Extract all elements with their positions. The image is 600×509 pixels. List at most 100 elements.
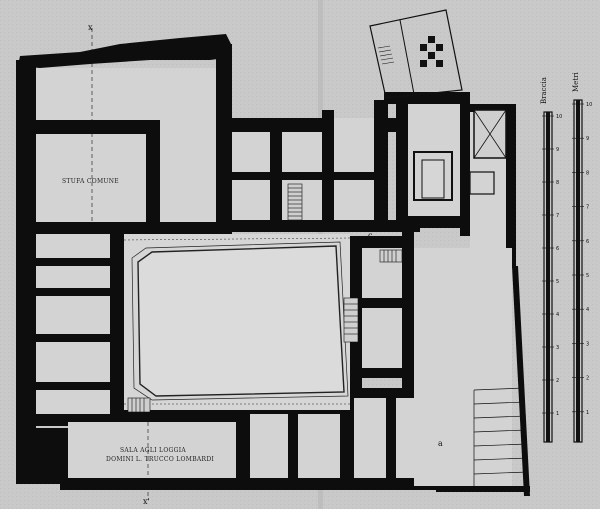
north-divider-2 xyxy=(322,110,334,228)
south-room-3 xyxy=(354,398,386,478)
north-room-2 xyxy=(282,132,322,172)
mark-3: c xyxy=(368,231,373,240)
ne-block-east-wall xyxy=(460,92,470,236)
ne-block-south-wall xyxy=(400,216,470,228)
scale-tick-label: 1 xyxy=(556,411,559,417)
scale-title-metri: Metri xyxy=(572,72,580,92)
north-room-4 xyxy=(232,180,270,220)
mark-1: c xyxy=(172,225,177,234)
east-garden-wall xyxy=(512,266,530,496)
west-cross-2 xyxy=(36,288,116,296)
east-garden-beds xyxy=(473,387,529,486)
north-garden xyxy=(369,9,463,99)
mark-4: a xyxy=(438,439,443,448)
east-range-north-wall xyxy=(350,236,414,248)
sala-east-wall xyxy=(236,410,250,490)
garden-parterre xyxy=(420,36,443,67)
ne-tower-vault xyxy=(469,109,507,195)
stair-east-range xyxy=(379,249,403,263)
stair-north xyxy=(287,183,303,221)
scale-tick-label: 6 xyxy=(556,246,559,252)
garden-outline xyxy=(369,9,463,99)
chapel-detail xyxy=(413,151,453,201)
garden-south-wall xyxy=(436,486,530,492)
arcade-line-north xyxy=(123,237,351,241)
scale-tick-label: 3 xyxy=(586,341,589,347)
west-room-5 xyxy=(36,390,110,414)
south-rooms-divider-2 xyxy=(340,396,354,488)
scale-title-braccia: Braccia xyxy=(540,77,548,104)
scale-bar-braccia: Braccia 10 9 8 7 6 5 4 3 2 1 xyxy=(540,77,562,443)
north-room-3 xyxy=(334,118,374,172)
east-range-cross-2 xyxy=(350,368,440,378)
scale-tick-label: 2 xyxy=(586,376,589,382)
plan-marks: c c c a xyxy=(172,225,443,448)
south-room-1 xyxy=(250,414,288,478)
east-garden xyxy=(414,248,512,486)
scale-tick-label: 2 xyxy=(556,378,559,384)
axis-marker-bottom: x' xyxy=(143,497,150,506)
mark-2: c xyxy=(316,225,321,234)
east-range-east-wall xyxy=(402,232,414,400)
ne-block-north-wall xyxy=(384,92,468,104)
scale-tick-label: 3 xyxy=(556,345,559,351)
great-hall-north xyxy=(36,68,216,120)
courtyard-inner xyxy=(137,245,345,397)
scale-tick-label: 1 xyxy=(586,410,589,416)
west-wall xyxy=(16,60,36,432)
north-room-6 xyxy=(334,180,374,220)
south-room-2 xyxy=(298,414,340,478)
scale-tick-label: 6 xyxy=(586,239,589,245)
scale-tick-label: 7 xyxy=(556,213,559,219)
west-wing-inner-wall xyxy=(110,232,124,418)
west-room-3 xyxy=(36,296,110,334)
east-range-cross-3 xyxy=(350,388,440,398)
west-room-1 xyxy=(36,234,110,258)
southeast-divider xyxy=(386,396,396,486)
stufa-north-wall xyxy=(36,120,156,134)
south-rooms-divider-1 xyxy=(288,404,298,488)
section-axis: x x' xyxy=(88,23,150,506)
stairs xyxy=(127,183,403,413)
scale-tick-label: 10 xyxy=(556,114,562,120)
courtyard-border xyxy=(131,241,349,401)
south-wall-east xyxy=(236,478,456,490)
axis-marker-top: x xyxy=(88,23,93,32)
scale-tick-label: 9 xyxy=(586,136,589,142)
scale-tick-label: 8 xyxy=(556,180,559,186)
west-room-2 xyxy=(36,266,110,288)
south-wall-west xyxy=(60,476,240,490)
north-room-1 xyxy=(232,132,270,172)
stair-east xyxy=(343,297,359,343)
scale-tick-label: 9 xyxy=(556,147,559,153)
scale-tick-label: 5 xyxy=(586,273,589,279)
stufa-east-wall xyxy=(146,120,160,228)
ne-tower-north-wall xyxy=(458,104,512,112)
label-stufa: STUFA COMUNE xyxy=(62,178,119,185)
chapel-altar xyxy=(421,159,445,199)
label-sala-2: DOMINI L. TRUCCO LOMBARDI xyxy=(106,456,214,463)
east-room-2 xyxy=(362,308,402,368)
ne-tower-east-wall xyxy=(506,104,516,268)
scale-tick-label: 4 xyxy=(586,307,589,313)
east-range-cross-1 xyxy=(350,298,414,308)
scale-tick-label: 10 xyxy=(586,102,592,108)
west-room-4 xyxy=(36,342,110,382)
garden-steps xyxy=(377,45,395,65)
great-hall-east xyxy=(160,120,216,222)
label-sala-1: SALA AGLI LOGGIA xyxy=(120,447,186,454)
hall-east-wall xyxy=(216,44,232,230)
scale-tick-label: 5 xyxy=(556,279,559,285)
scale-tick-label: 7 xyxy=(586,205,589,211)
chapel-outline xyxy=(413,151,453,201)
north-divider-4 xyxy=(396,96,408,228)
north-wall-west xyxy=(18,34,232,68)
stufa-room xyxy=(36,134,146,222)
garden-divider xyxy=(399,19,415,95)
scale-tick-label: 4 xyxy=(556,312,559,318)
courtyard xyxy=(123,234,351,410)
north-mid-wall xyxy=(226,172,376,180)
